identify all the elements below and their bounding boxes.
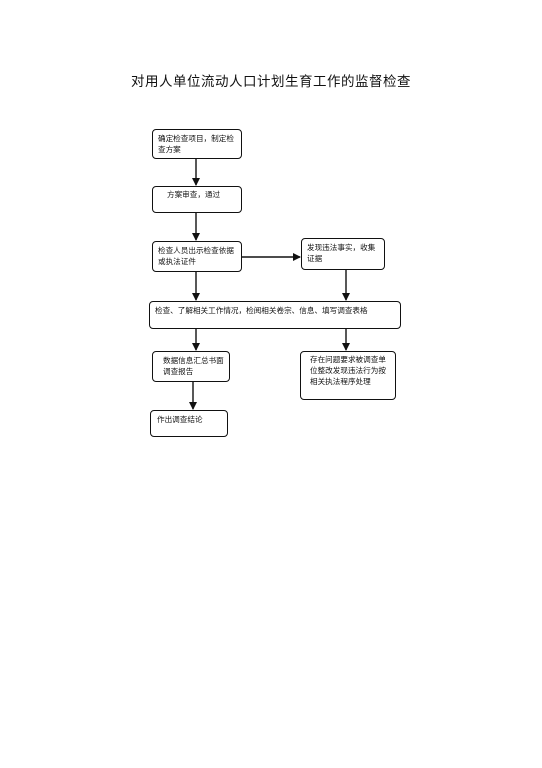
step-inspect-records-label: 检查、了解相关工作情况，检阅相关卷宗、信息、填写调查表格 [155, 306, 368, 315]
step-plan-review-label: 方案审查，通过 [167, 190, 221, 199]
step-rectify-or-enforce: 存在问题要求被调查单位整改发现违法行为按相关执法程序处理 [300, 351, 396, 400]
step-conclusion: 作出调查结论 [150, 410, 228, 437]
step-collect-evidence: 发现违法事实，收集证据 [301, 238, 385, 270]
step-conclusion-label: 作出调查结论 [157, 415, 203, 424]
step-summary-report-label: 数据信息汇总书面调查报告 [163, 356, 224, 376]
step-show-credentials-label: 检查人员出示检查依据或执法证件 [158, 246, 234, 266]
step-define-plan-label: 确定检查项目，制定检查方案 [158, 134, 234, 154]
step-inspect-records: 检查、了解相关工作情况，检阅相关卷宗、信息、填写调查表格 [149, 301, 401, 329]
step-plan-review: 方案审查，通过 [152, 186, 242, 213]
step-summary-report: 数据信息汇总书面调查报告 [152, 351, 230, 382]
page-title: 对用人单位流动人口计划生育工作的监督检查 [131, 74, 411, 90]
step-rectify-or-enforce-label: 存在问题要求被调查单位整改发现违法行为按相关执法程序处理 [310, 355, 386, 386]
step-define-plan: 确定检查项目，制定检查方案 [152, 129, 242, 159]
step-collect-evidence-label: 发现违法事实，收集证据 [307, 243, 376, 263]
step-show-credentials: 检查人员出示检查依据或执法证件 [152, 241, 242, 272]
